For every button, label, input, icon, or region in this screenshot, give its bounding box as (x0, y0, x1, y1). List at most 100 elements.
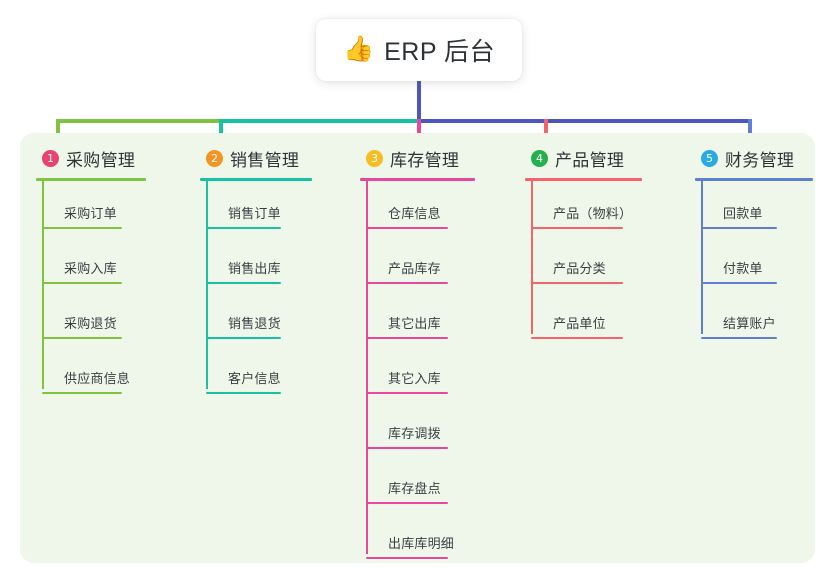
drop-line-2 (219, 119, 223, 141)
module-items-1: 采购订单采购入库采购退货供应商信息 (36, 181, 146, 401)
module-item[interactable]: 销售订单 (206, 203, 281, 229)
module-item-label: 销售订单 (228, 206, 281, 221)
module-spine (701, 181, 703, 334)
module-item-label: 产品分类 (553, 261, 606, 276)
module-column-1: 1 采购管理采购订单采购入库采购退货供应商信息 (36, 145, 146, 401)
module-item-underline (206, 392, 281, 394)
module-title: 产品管理 (555, 150, 625, 170)
drop-line-5 (748, 119, 752, 141)
module-item[interactable]: 供应商信息 (42, 368, 130, 394)
module-item[interactable]: 其它出库 (366, 313, 448, 339)
module-header-5[interactable]: 5 财务管理 (695, 145, 813, 171)
module-item-label: 库存调拨 (388, 426, 441, 441)
module-item-label: 产品单位 (553, 316, 606, 331)
module-item-label: 付款单 (723, 261, 763, 276)
module-item[interactable]: 仓库信息 (366, 203, 448, 229)
module-items-2: 销售订单销售出库销售退货客户信息 (200, 181, 312, 401)
module-item[interactable]: 产品（物料） (531, 203, 632, 229)
module-item[interactable]: 采购入库 (42, 258, 122, 284)
module-item-underline (366, 227, 448, 229)
module-item-label: 库存盘点 (388, 481, 441, 496)
page-title: ERP 后台 (384, 38, 496, 66)
module-item-label: 产品（物料） (553, 206, 633, 221)
module-item[interactable]: 产品单位 (531, 313, 623, 339)
module-items-4: 产品（物料） 产品分类产品单位 (525, 181, 642, 346)
module-item-underline (42, 392, 122, 394)
module-item[interactable]: 产品库存 (366, 258, 448, 284)
module-underline (360, 178, 475, 181)
module-spine (206, 181, 208, 389)
module-item[interactable]: 采购退货 (42, 313, 122, 339)
module-index-badge: 3 (366, 149, 383, 167)
module-item-underline (701, 282, 777, 284)
module-spine (366, 181, 368, 554)
bus-segment-2 (219, 119, 417, 123)
module-item-underline (366, 392, 448, 394)
module-item[interactable]: 销售退货 (206, 313, 281, 339)
module-item[interactable]: 付款单 (701, 258, 777, 284)
module-items-3: 仓库信息产品库存其它出库其它入库库存调拨库存盘点出库库明细 (360, 181, 475, 566)
module-item-underline (42, 337, 122, 339)
module-item-label: 销售出库 (228, 261, 281, 276)
module-column-5: 5 财务管理回款单付款单结算账户 (695, 145, 813, 346)
module-title: 采购管理 (66, 150, 136, 170)
module-item-underline (206, 337, 281, 339)
module-item-underline (366, 502, 448, 504)
module-item-underline (206, 227, 281, 229)
module-item[interactable]: 产品分类 (531, 258, 623, 284)
module-item-underline (366, 447, 448, 449)
module-item-underline (42, 227, 122, 229)
module-index-badge: 5 (701, 149, 718, 167)
module-item-label: 其它出库 (388, 316, 441, 331)
module-item-label: 采购订单 (64, 206, 117, 221)
module-header-2[interactable]: 2 销售管理 (200, 145, 312, 171)
module-item[interactable]: 客户信息 (206, 368, 281, 394)
module-item-label: 销售退货 (228, 316, 281, 331)
module-item[interactable]: 结算账户 (701, 313, 777, 339)
module-underline (695, 178, 813, 181)
module-item-label: 采购入库 (64, 261, 117, 276)
module-item[interactable]: 销售出库 (206, 258, 281, 284)
module-item-label: 回款单 (723, 206, 763, 221)
module-header-1[interactable]: 1 采购管理 (36, 145, 146, 171)
module-item[interactable]: 出库库明细 (366, 533, 454, 559)
module-item-underline (366, 282, 448, 284)
module-spine (42, 181, 44, 389)
module-title: 销售管理 (230, 150, 300, 170)
module-title: 财务管理 (725, 150, 795, 170)
bus-segment-3 (417, 119, 752, 123)
module-item-underline (42, 282, 122, 284)
module-spine (531, 181, 533, 334)
module-item-label: 出库库明细 (388, 536, 455, 551)
module-item-label: 供应商信息 (64, 371, 131, 386)
root-stem-line (417, 81, 421, 123)
root-node-card[interactable]: 👍 ERP 后台 (316, 19, 522, 81)
module-item-underline (366, 337, 448, 339)
module-item-underline (701, 227, 777, 229)
module-item-label: 客户信息 (228, 371, 281, 386)
module-item[interactable]: 回款单 (701, 203, 777, 229)
module-item[interactable]: 库存调拨 (366, 423, 448, 449)
module-column-2: 2 销售管理销售订单销售出库销售退货客户信息 (200, 145, 312, 401)
module-header-3[interactable]: 3 库存管理 (360, 145, 475, 171)
drop-line-3 (417, 119, 421, 141)
module-index-badge: 2 (206, 149, 223, 167)
module-title: 库存管理 (390, 150, 460, 170)
module-item[interactable]: 库存盘点 (366, 478, 448, 504)
module-item-underline (206, 282, 281, 284)
drop-line-4 (544, 119, 548, 141)
module-item-label: 采购退货 (64, 316, 117, 331)
module-items-5: 回款单付款单结算账户 (695, 181, 813, 346)
thumbs-up-icon: 👍 (342, 34, 375, 63)
module-underline (36, 178, 146, 181)
module-item-label: 其它入库 (388, 371, 441, 386)
module-index-badge: 1 (42, 149, 59, 167)
module-underline (200, 178, 312, 181)
module-item[interactable]: 采购订单 (42, 203, 122, 229)
module-item-label: 仓库信息 (388, 206, 441, 221)
module-item[interactable]: 其它入库 (366, 368, 448, 394)
module-item-underline (531, 282, 623, 284)
